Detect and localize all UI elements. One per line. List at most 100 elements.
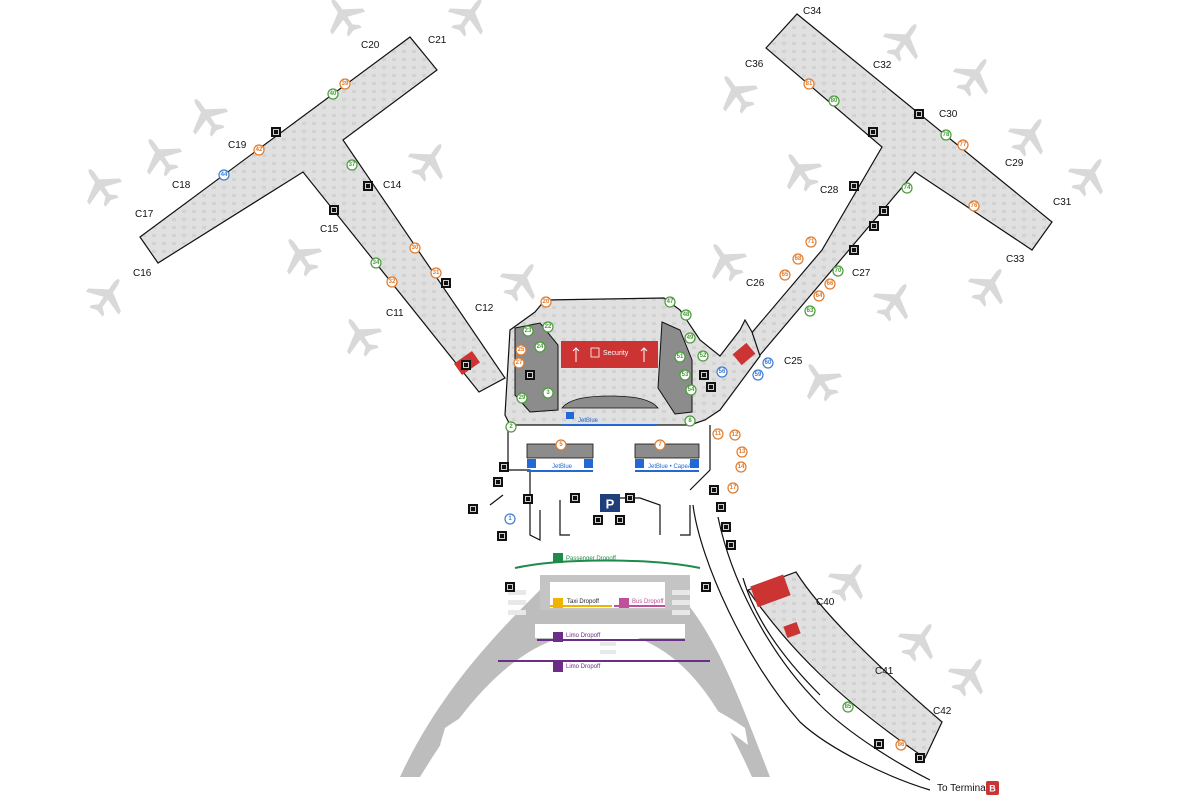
- amenity-marker[interactable]: 86: [895, 739, 907, 751]
- amenity-marker[interactable]: 78: [940, 129, 952, 141]
- amenity-marker[interactable]: 37: [346, 159, 358, 171]
- escalator-icon[interactable]: [709, 485, 719, 495]
- amenity-marker[interactable]: 17: [727, 482, 739, 494]
- gate-c41: C41: [875, 666, 894, 677]
- amenity-marker[interactable]: 76: [968, 200, 980, 212]
- limo-icon: [553, 662, 563, 672]
- gate-c28: C28: [820, 185, 839, 196]
- atm-icon[interactable]: [441, 278, 451, 288]
- amenity-marker[interactable]: 66: [824, 278, 836, 290]
- amenity-marker[interactable]: 22: [542, 321, 554, 333]
- amenity-marker[interactable]: 2: [505, 421, 517, 433]
- amenity-marker[interactable]: 11: [712, 428, 724, 440]
- amenity-marker[interactable]: 56: [716, 366, 728, 378]
- amenity-marker[interactable]: 7: [654, 439, 666, 451]
- amenity-marker[interactable]: 71: [805, 236, 817, 248]
- restroom-icon[interactable]: [363, 181, 373, 191]
- gate-c33: C33: [1006, 254, 1025, 265]
- amenity-marker[interactable]: 85: [842, 701, 854, 713]
- amenity-marker[interactable]: 29: [516, 392, 528, 404]
- restroom-icon[interactable]: [525, 370, 535, 380]
- restroom-icon[interactable]: [726, 540, 736, 550]
- amenity-marker[interactable]: 54: [685, 384, 697, 396]
- restroom-icon[interactable]: [329, 205, 339, 215]
- amenity-marker[interactable]: 39: [339, 78, 351, 90]
- amenity-marker[interactable]: 1: [504, 513, 516, 525]
- amenity-marker[interactable]: 24: [534, 341, 546, 353]
- escalator-icon[interactable]: [570, 493, 580, 503]
- airline-labels: JetBlue JetBlue JetBlue • CapeAir: [526, 412, 700, 472]
- amenity-marker[interactable]: 5: [555, 439, 567, 451]
- amenity-marker[interactable]: 27: [513, 357, 525, 369]
- gate-c34: C34: [803, 6, 822, 17]
- amenity-marker[interactable]: 49: [684, 332, 696, 344]
- amenity-marker[interactable]: 48: [680, 309, 692, 321]
- gate-c15: C15: [320, 224, 339, 235]
- escalator-icon[interactable]: [493, 477, 503, 487]
- amenity-marker[interactable]: 65: [779, 269, 791, 281]
- amenity-marker[interactable]: 8: [684, 415, 696, 427]
- amenity-marker[interactable]: 51: [674, 351, 686, 363]
- elevator-icon[interactable]: [615, 515, 625, 525]
- restroom-icon[interactable]: [468, 504, 478, 514]
- amenity-marker[interactable]: 14: [735, 461, 747, 473]
- parking-icon[interactable]: [600, 494, 620, 512]
- amenity-marker[interactable]: 40: [327, 88, 339, 100]
- amenity-marker[interactable]: 64: [813, 290, 825, 302]
- to-terminal-label[interactable]: To Terminal: [937, 783, 988, 794]
- amenity-marker[interactable]: 25: [515, 344, 527, 356]
- atm-icon[interactable]: [849, 245, 859, 255]
- bus-dropoff-label: Bus Dropoff: [632, 599, 664, 605]
- amenity-marker[interactable]: 70: [832, 265, 844, 277]
- escalator-icon[interactable]: [625, 493, 635, 503]
- terminal-link[interactable]: To Terminal B: [937, 781, 999, 795]
- amenity-marker[interactable]: 30: [409, 242, 421, 254]
- water-icon[interactable]: [721, 522, 731, 532]
- terminal-badge[interactable]: [986, 781, 999, 795]
- security-area: [561, 341, 658, 368]
- restroom-icon[interactable]: [879, 206, 889, 216]
- amenity-marker[interactable]: 52: [697, 350, 709, 362]
- amenity-marker[interactable]: 47: [664, 296, 676, 308]
- limo-icon: [553, 632, 563, 642]
- amenity-marker[interactable]: 53: [679, 369, 691, 381]
- checkin-icon[interactable]: [593, 515, 603, 525]
- amenity-marker[interactable]: 12: [729, 429, 741, 441]
- amenity-marker[interactable]: 44: [218, 169, 230, 181]
- amenity-marker[interactable]: 59: [752, 369, 764, 381]
- amenity-marker[interactable]: 42: [253, 144, 265, 156]
- amenity-marker[interactable]: 13: [736, 446, 748, 458]
- restroom-icon[interactable]: [699, 370, 709, 380]
- amenity-marker[interactable]: 74: [901, 182, 913, 194]
- parking-sign[interactable]: P: [600, 494, 620, 512]
- amenity-marker[interactable]: 77: [957, 139, 969, 151]
- restroom-icon[interactable]: [868, 127, 878, 137]
- restroom-icon[interactable]: [849, 181, 859, 191]
- amenity-number: 63: [807, 308, 814, 314]
- mail-icon[interactable]: [499, 462, 509, 472]
- amenity-marker[interactable]: 32: [386, 276, 398, 288]
- info-icon[interactable]: [914, 109, 924, 119]
- smoking-icon[interactable]: [505, 582, 515, 592]
- restroom-icon[interactable]: [497, 531, 507, 541]
- restroom-icon[interactable]: [706, 382, 716, 392]
- atm-icon[interactable]: [716, 502, 726, 512]
- amenity-marker[interactable]: 80: [828, 95, 840, 107]
- amenity-marker[interactable]: 3: [542, 387, 554, 399]
- escalator-icon[interactable]: [461, 360, 471, 370]
- gate-c29: C29: [1005, 158, 1024, 169]
- amenity-marker[interactable]: 60: [762, 357, 774, 369]
- restroom-icon[interactable]: [915, 753, 925, 763]
- amenity-marker[interactable]: 68: [792, 253, 804, 265]
- amenity-marker[interactable]: 63: [804, 305, 816, 317]
- amenity-marker[interactable]: 20: [540, 296, 552, 308]
- smoking-icon[interactable]: [701, 582, 711, 592]
- atm-icon[interactable]: [523, 494, 533, 504]
- amenity-marker[interactable]: 81: [803, 78, 815, 90]
- amenity-marker[interactable]: 34: [370, 257, 382, 269]
- pet-relief-icon[interactable]: [869, 221, 879, 231]
- restroom-icon[interactable]: [271, 127, 281, 137]
- amenity-marker[interactable]: 31: [430, 267, 442, 279]
- pet-relief-icon[interactable]: [874, 739, 884, 749]
- amenity-marker[interactable]: 23: [522, 325, 534, 337]
